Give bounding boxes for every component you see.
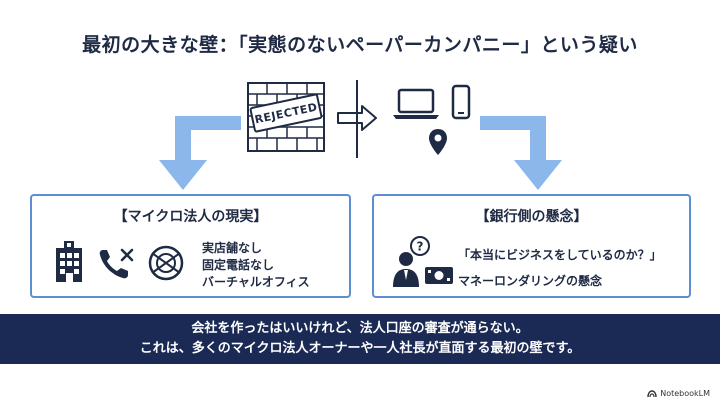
fact-item: 固定電話なし (202, 258, 275, 272)
facts-list: 実店舗なし 固定電話なし バーチャルオフィス (202, 240, 310, 291)
building-icon (56, 241, 82, 282)
fact-item: 実店舗なし (202, 241, 263, 255)
box-title: 【マイクロ法人の現実】 (113, 209, 268, 225)
bank-question-text: 「本当にビジネスをしているのか？」 (458, 248, 662, 262)
bank-concern-box: 【銀行側の懸念】 ? 「本当にビジネスをしているのか？」 マネーロンダリングの懸… (372, 194, 691, 298)
no-store-icon (148, 245, 184, 281)
svg-text:?: ? (417, 240, 424, 254)
question-bubble-icon: ? (410, 236, 430, 256)
fact-item: バーチャルオフィス (202, 275, 310, 289)
money-icon (425, 267, 453, 284)
micro-corp-reality-box: 【マイクロ法人の現実】 実店舗なし 固定電話なし バーチャルオフィス (30, 194, 351, 298)
brand-watermark: NotebookLM (647, 389, 710, 398)
money-laundering-text: マネーロンダリングの懸念 (458, 274, 603, 288)
summary-banner: 会社を作ったはいいけれど、法人口座の審査が通らない。 これは、多くのマイクロ法人… (0, 314, 720, 364)
location-pin-icon (429, 129, 447, 155)
smartphone-icon (451, 84, 471, 120)
banner-line-1: 会社を作ったはいいけれど、法人口座の審査が通らない。 (191, 321, 529, 336)
laptop-icon (393, 88, 439, 119)
arrow-down-left (159, 116, 241, 190)
businessman-icon: ? (393, 236, 430, 287)
arrow-down-right (480, 116, 562, 190)
page-title: 最初の大きな壁：「実態のないペーパーカンパニー」という疑い (82, 34, 638, 56)
box-title: 【銀行側の懸念】 (475, 209, 588, 225)
notebooklm-logo-icon (647, 389, 657, 397)
phone-crossed-icon (99, 248, 134, 279)
devices-group (393, 84, 471, 120)
brand-name: NotebookLM (660, 389, 710, 398)
banner-line-2: これは、多くのマイクロ法人オーナーや一人社長が直面する最初の壁です。 (139, 341, 581, 356)
barrier-line (356, 80, 358, 158)
